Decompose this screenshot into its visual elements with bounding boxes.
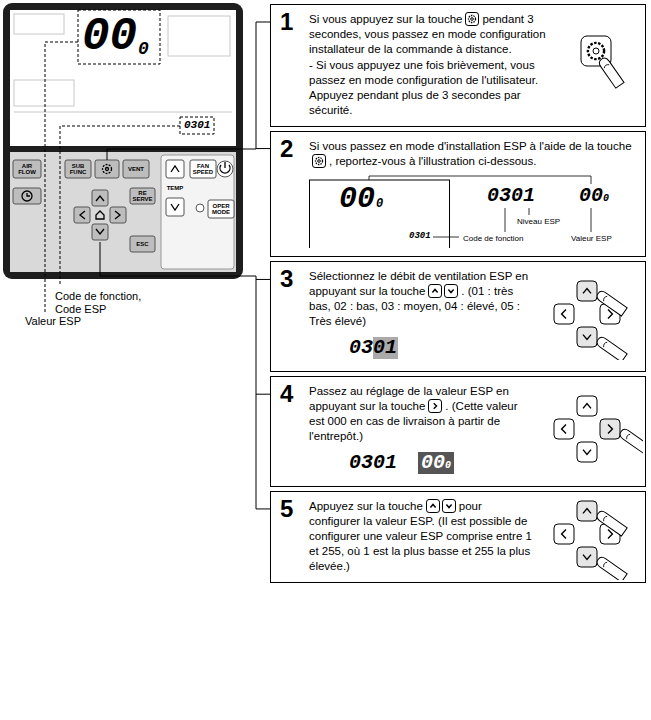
bracket-line [256,22,257,149]
button-label: ESC [130,236,155,252]
lcd-digits: 00 [421,453,445,473]
callout-label: Valeur ESP [25,316,81,327]
button-illustration [543,22,643,108]
key-icon [426,499,456,513]
callout-label: Code de fonction [463,235,524,243]
instruction-text: Si vous passez en mode d'installation ES… [309,140,632,152]
display-sample: 00003010301000Niveau ESPCode de fonction… [309,174,637,248]
step-box: 2 Si vous passez en mode d'installation E… [270,131,646,258]
step-number: 2 [280,137,293,161]
key-icon [465,12,479,26]
step-box: 4 Passez au réglage de la valeur ESP en a… [270,376,646,487]
step-number: 1 [280,10,293,34]
lcd-digits: 0 [376,198,383,210]
lcd-digits: 0 [603,194,609,204]
paragraph: Passez au réglage de la valeur ESP en ap… [309,384,534,444]
bracket-line [107,149,256,160]
step-number: 4 [280,382,293,406]
paragraph: Si vous passez en mode d'installation ES… [309,139,634,169]
keypad-illustration [543,494,643,580]
lcd-digits: 0301 [409,232,431,241]
lcd-digits: 00 [339,184,375,214]
instruction-text: Si vous appuyez sur la touche [309,13,462,25]
keypad-illustration [543,389,643,475]
lcd-digits: 0 [138,40,149,58]
button-label: OPER MODE [208,200,234,218]
button-label: FAN SPEED [190,160,216,178]
instruction-text: - Si vous appuyez une fois brièvement, v… [309,59,538,116]
button-label: SUB FUNC [65,160,91,178]
button-label: VENT [123,160,149,178]
paragraph: - Si vous appuyez une fois brièvement, v… [309,58,554,118]
lcd-digits: 0 [445,461,451,471]
step-text: Passez au réglage de la valeur ESP en ap… [309,384,534,444]
callout-label: Valeur ESP [571,235,612,243]
bracket-line [256,148,270,149]
lcd-digits: 0301 [349,453,397,473]
step-text: Si vous passez en mode d'installation ES… [309,139,634,169]
keypad-illustration [543,274,643,360]
step-box: 1 Si vous appuyez sur la touchependant 3 … [270,4,646,127]
key-icon [428,399,442,413]
lcd-digits: 00 [82,14,137,60]
key-icon [312,154,326,168]
callout-label: Niveau ESP [517,218,560,226]
step-number: 5 [280,497,293,521]
paragraph: Appuyez sur la touchepour configurer la … [309,499,534,574]
paragraph: Sélectionnez le débit de ventilation ESP… [309,269,534,329]
button-label: RE SERVE [130,188,155,204]
bracket-line [256,22,270,23]
callout-label: Code de fonction, Code ESP [55,290,165,316]
instruction-text: Appuyez sur la touche [309,500,423,512]
lcd-digits: 0301 [349,338,397,358]
lcd-digits: 0301 [184,120,210,131]
step-number: 3 [280,267,293,291]
lcd-digits: 00 [579,186,603,206]
key-icon [428,284,458,298]
bracket-line [256,394,270,395]
step-text: Si vous appuyez sur la touchependant 3 s… [309,12,554,118]
bracket-line [256,279,270,280]
step-text: Sélectionnez le débit de ventilation ESP… [309,269,534,329]
step-box: 3 Sélectionnez le débit de ventilation ES… [270,261,646,372]
step-box: 5 Appuyez sur la touchepour configurer la… [270,491,646,583]
instruction-text: , reportez-vous à l'illustration ci-dess… [329,155,536,167]
lcd-digits: 0301 [487,186,535,206]
step-text: Appuyez sur la touchepour configurer la … [309,499,534,574]
button-label: AIR FLOW [13,160,41,178]
paragraph: Si vous appuyez sur la touchependant 3 s… [309,12,554,57]
button-label: TEMP [163,182,187,194]
bracket-line [256,508,270,509]
bracket-line [100,242,256,276]
bracket-line [256,276,257,509]
